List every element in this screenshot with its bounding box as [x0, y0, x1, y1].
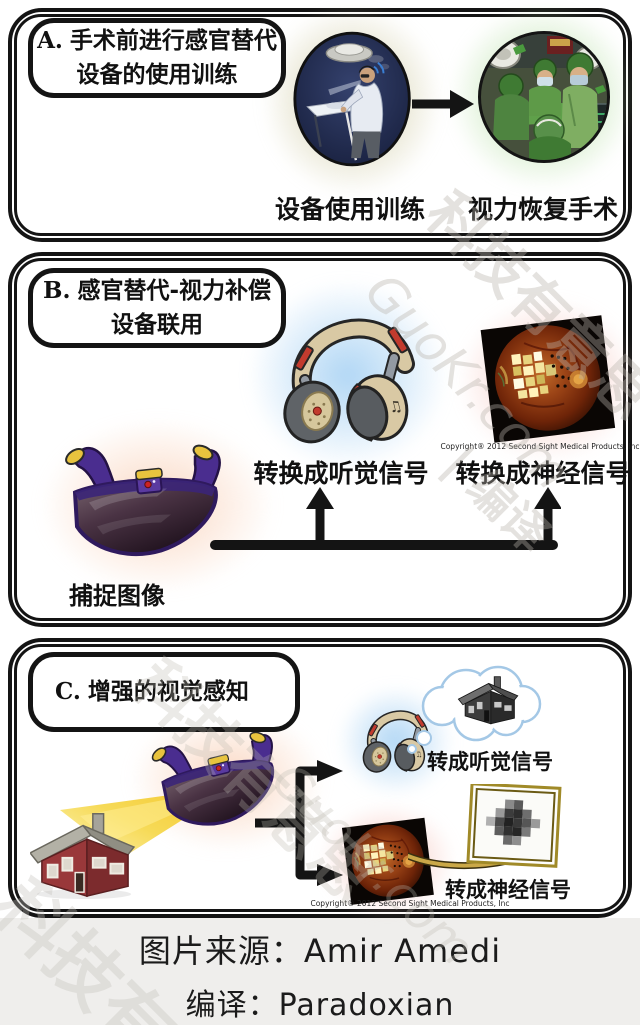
- surgery-scene-illustration: [478, 31, 610, 163]
- surgeon-right: [561, 52, 599, 148]
- panel-c: C.增强的视觉感知: [8, 638, 632, 918]
- image-source-credit: 图片来源：Amir Amedi: [138, 932, 502, 970]
- pixel-blob: [485, 799, 541, 846]
- headphones-illustration: [268, 298, 428, 448]
- surgeon-front: [529, 114, 571, 160]
- caption-capture-image: 捕捉图像: [69, 582, 165, 610]
- panel-c-title: C.增强的视觉感知: [55, 677, 249, 705]
- branch-arrows: [255, 760, 343, 886]
- panel-a-title-line2: 设备的使用训练: [76, 61, 238, 88]
- copyright-notice-b: Copyright® 2012 Second Sight Medical Pro…: [440, 442, 640, 451]
- pixelated-phosphene-image: [466, 784, 562, 868]
- panel-a-letter: A.: [37, 27, 63, 55]
- flow-arrows: [210, 487, 561, 550]
- panel-b: B.感官替代-视力补偿 设备联用 Copyright® 2012 Second …: [8, 252, 640, 627]
- ceiling-lamp-icon: [325, 43, 390, 70]
- panel-b-title-line2: 设备联用: [111, 311, 203, 338]
- panel-c-label-box: C.增强的视觉感知: [28, 652, 300, 732]
- panel-b-title-line1: B.感官替代-视力补偿: [43, 277, 271, 305]
- footer-background: [0, 918, 640, 1025]
- caption-auditory-signal: 转换成听觉信号: [253, 459, 429, 488]
- caption-neural-signal: 转换成神经信号: [455, 459, 631, 488]
- caption-vision-surgery: 视力恢复手术: [467, 195, 618, 224]
- panel-c-letter: C.: [55, 677, 81, 705]
- caption-to-neural: 转成神经信号: [445, 878, 571, 902]
- person-icon: [340, 62, 385, 159]
- caption-device-training: 设备使用训练: [274, 195, 425, 224]
- copyright-notice-c: Copyright® 2012 Second Sight Medical Pro…: [310, 899, 510, 908]
- caption-to-auditory: 转成听觉信号: [427, 750, 553, 774]
- thought-bubble: [407, 665, 542, 754]
- surgeon-left: [493, 73, 529, 140]
- surgeon-center: [529, 58, 561, 116]
- panel-b-letter: B.: [43, 277, 71, 305]
- glasses-light-beam: [328, 79, 361, 96]
- translator-credit: 编译：Paradoxian: [185, 988, 455, 1023]
- phosphene-frame-and-wire: [408, 784, 562, 870]
- credits-block: 图片来源：Amir Amedi 编译：Paradoxian: [0, 926, 640, 1024]
- arrow-right-icon: [412, 90, 474, 118]
- panel-a-title-line1: A.手术前进行感官替代: [37, 27, 277, 55]
- training-scene-illustration: [293, 31, 411, 167]
- panel-b-label-box: B.感官替代-视力补偿 设备联用: [28, 268, 286, 348]
- panel-a: A.手术前进行感官替代 设备的使用训练: [8, 4, 636, 242]
- retina-implant-photo: [472, 314, 624, 446]
- panel-a-label-box: A.手术前进行感官替代 设备的使用训练: [28, 18, 286, 98]
- house-illustration: [30, 802, 138, 900]
